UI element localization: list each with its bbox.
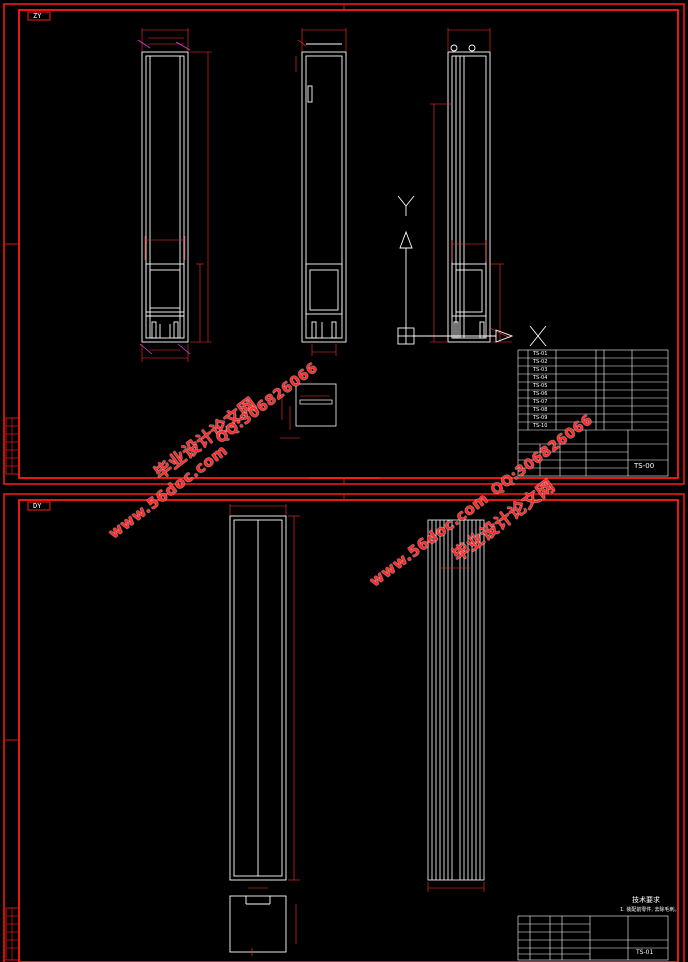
title-block-row-code: TS-03 — [533, 367, 548, 373]
title-block-row-code: TS-09 — [533, 415, 548, 421]
sheet-1-label: ZY — [33, 12, 42, 20]
sheet-2-label: DY — [33, 502, 42, 510]
side-view — [295, 28, 347, 356]
sheet-1-frame — [3, 3, 685, 485]
title-block-bottom-code: TS-01 — [636, 949, 654, 956]
sheet-2-frame — [3, 493, 685, 962]
part-view-2 — [427, 519, 485, 892]
title-block-row-code: TS-02 — [533, 359, 548, 365]
front-view — [137, 28, 212, 362]
title-block-row-code: TS-06 — [533, 391, 548, 397]
title-block-bottom — [517, 915, 669, 961]
title-block-row-code: TS-01 — [533, 351, 548, 357]
detail-view — [280, 383, 337, 439]
title-block-row-code: TS-08 — [533, 407, 548, 413]
tech-req-title: 技术要求 — [632, 896, 660, 904]
title-block-top — [517, 349, 669, 477]
right-view — [430, 28, 512, 343]
title-block-row-code: TS-05 — [533, 383, 548, 389]
part-view-1 — [229, 504, 300, 956]
title-block-row-code: TS-10 — [533, 423, 548, 429]
title-block-row-code: TS-04 — [533, 375, 548, 381]
title-block-row-code: TS-07 — [533, 399, 548, 405]
tech-req-line: 1. 装配前零件, 去除毛刺。 — [620, 907, 680, 913]
title-block-top-code: TS-00 — [634, 462, 655, 470]
ucs-axis-icon — [397, 195, 547, 347]
